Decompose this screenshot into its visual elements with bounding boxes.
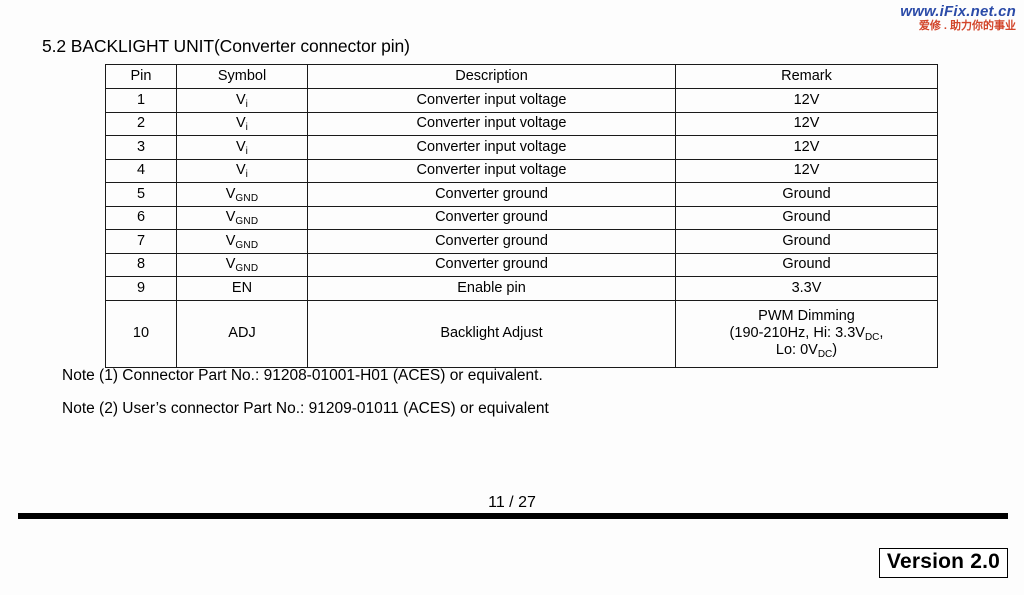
symbol-base: V — [235, 138, 246, 155]
table-row: 4 Vi Converter input voltage 12V — [105, 158, 938, 183]
cell-symbol: VGND — [176, 229, 308, 254]
column-header-symbol: Symbol — [176, 64, 308, 89]
cell-description: Converter input voltage — [307, 158, 676, 183]
symbol-subscript: i — [245, 145, 249, 157]
cell-description: Converter input voltage — [307, 88, 676, 113]
table-row: 1 Vi Converter input voltage 12V — [105, 88, 938, 113]
page-number: 11 / 27 — [488, 494, 536, 511]
cell-symbol: VGND — [176, 252, 308, 277]
watermark-subtitle: 爱修 . 助力你的事业 — [918, 19, 1016, 32]
symbol-subscript: i — [245, 98, 249, 110]
cell-remark: Ground — [675, 252, 938, 277]
column-header-description: Description — [307, 64, 676, 89]
cell-description: Converter input voltage — [307, 111, 676, 136]
table-body: 1 Vi Converter input voltage 12V 2 Vi Co… — [105, 88, 938, 368]
table-row: 7 VGND Converter ground Ground — [105, 229, 938, 254]
table-row: 2 Vi Converter input voltage 12V — [105, 111, 938, 136]
section-heading: 5.2 BACKLIGHT UNIT(Converter connector p… — [42, 36, 410, 56]
cell-remark: 12V — [675, 111, 938, 136]
symbol-subscript: i — [245, 169, 249, 181]
watermark-url: www.iFix.net.cn — [900, 3, 1016, 20]
cell-symbol: Vi — [176, 88, 308, 113]
cell-symbol: Vi — [176, 111, 308, 136]
cell-description: Backlight Adjust — [307, 299, 676, 368]
cell-symbol: VGND — [176, 205, 308, 230]
cell-description: Converter ground — [307, 205, 676, 230]
symbol-base: V — [225, 209, 236, 226]
cell-pin: 8 — [105, 252, 177, 277]
cell-pin: 4 — [105, 158, 177, 183]
cell-pin: 6 — [105, 205, 177, 230]
table-row: 3 Vi Converter input voltage 12V — [105, 135, 938, 160]
cell-remark: 3.3V — [675, 276, 938, 301]
symbol-base: V — [235, 115, 246, 132]
version-badge: Version 2.0 — [878, 548, 1008, 578]
remark-line-1: PWM Dimming — [758, 308, 855, 325]
table-header-row: Pin Symbol Description Remark — [105, 64, 938, 89]
footer-divider — [18, 513, 1008, 519]
cell-description: Converter ground — [307, 252, 676, 277]
note-1: Note (1) Connector Part No.: 91208-01001… — [62, 367, 543, 384]
table-row: 6 VGND Converter ground Ground — [105, 205, 938, 230]
remark-line-3-tail: ) — [832, 341, 838, 358]
symbol-subscript: GND — [235, 239, 259, 251]
cell-remark: Ground — [675, 229, 938, 254]
cell-description: Converter ground — [307, 229, 676, 254]
remark-line-3: Lo: 0VDC) — [676, 341, 937, 360]
table-row: 9 EN Enable pin 3.3V — [105, 276, 938, 301]
cell-remark: PWM Dimming (190-210Hz, Hi: 3.3VDC, Lo: … — [675, 299, 938, 368]
symbol-base: V — [225, 256, 236, 273]
cell-symbol: Vi — [176, 135, 308, 160]
cell-remark: 12V — [675, 88, 938, 113]
remark-line-3-subscript: DC — [817, 348, 833, 360]
symbol-subscript: GND — [235, 263, 259, 275]
remark-line-2-text: (190-210Hz, Hi: 3.3V — [729, 325, 865, 342]
cell-remark: 12V — [675, 158, 938, 183]
cell-pin: 10 — [105, 299, 177, 368]
note-2: Note (2) User’s connector Part No.: 9120… — [62, 400, 549, 417]
symbol-base: V — [225, 232, 236, 249]
cell-remark: Ground — [675, 205, 938, 230]
cell-symbol: ADJ — [176, 299, 308, 368]
table-header: Pin Symbol Description Remark — [105, 64, 938, 89]
column-header-pin: Pin — [105, 64, 177, 89]
converter-connector-pin-table: Pin Symbol Description Remark 1 Vi Conve… — [105, 64, 938, 368]
cell-symbol: Vi — [176, 158, 308, 183]
cell-pin: 5 — [105, 182, 177, 207]
symbol-subscript: i — [245, 122, 249, 134]
symbol-base: EN — [231, 279, 253, 296]
remark-line-2-tail: , — [879, 325, 884, 342]
site-watermark: www.iFix.net.cn 爱修 . 助力你的事业 — [900, 4, 1016, 32]
symbol-base: V — [235, 162, 246, 179]
cell-remark: 12V — [675, 135, 938, 160]
symbol-subscript: GND — [235, 192, 259, 204]
cell-symbol: VGND — [176, 182, 308, 207]
cell-pin: 1 — [105, 88, 177, 113]
cell-pin: 7 — [105, 229, 177, 254]
cell-pin: 2 — [105, 111, 177, 136]
cell-pin: 3 — [105, 135, 177, 160]
table-row: 10 ADJ Backlight Adjust PWM Dimming (190… — [105, 299, 938, 368]
cell-symbol: EN — [176, 276, 308, 301]
symbol-base: V — [235, 91, 246, 108]
table-row: 5 VGND Converter ground Ground — [105, 182, 938, 207]
cell-description: Converter ground — [307, 182, 676, 207]
cell-remark: Ground — [675, 182, 938, 207]
cell-description: Enable pin — [307, 276, 676, 301]
symbol-base: V — [225, 185, 236, 202]
cell-description: Converter input voltage — [307, 135, 676, 160]
symbol-subscript: GND — [235, 216, 259, 228]
table-row: 8 VGND Converter ground Ground — [105, 252, 938, 277]
remark-line-3-text: Lo: 0V — [775, 341, 818, 358]
column-header-remark: Remark — [675, 64, 938, 89]
cell-pin: 9 — [105, 276, 177, 301]
remark-line-2: (190-210Hz, Hi: 3.3VDC, — [676, 325, 937, 344]
remark-line-2-subscript: DC — [864, 332, 880, 344]
